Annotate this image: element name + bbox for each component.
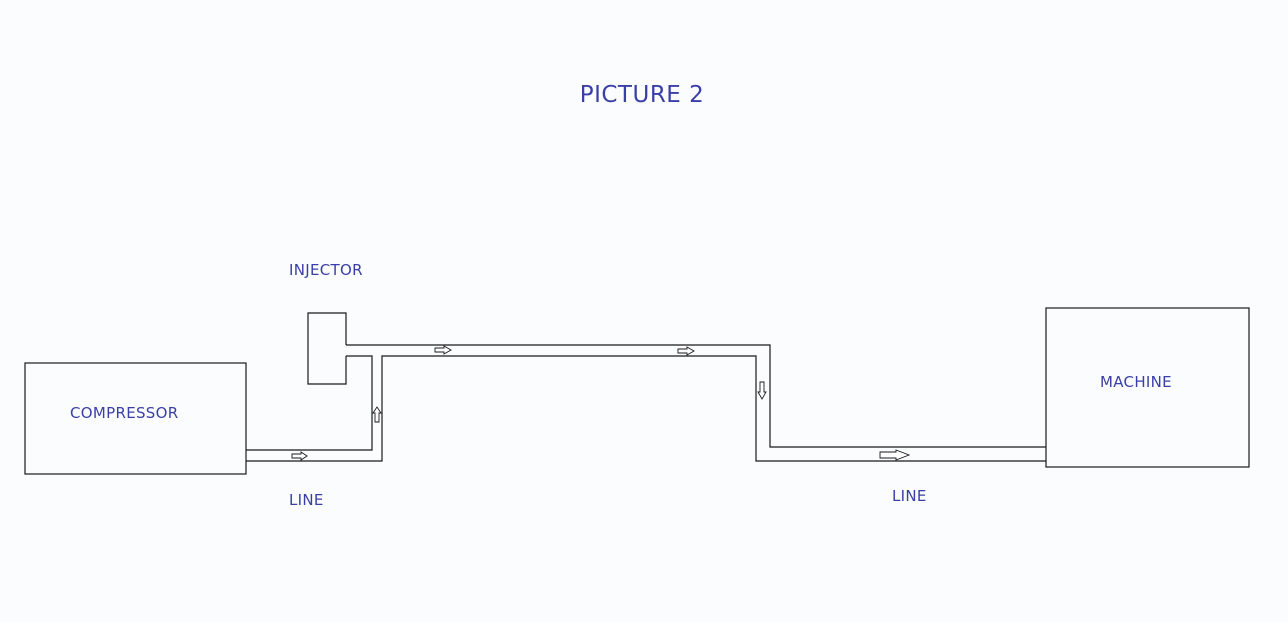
flow-arrow-right-icon xyxy=(291,451,308,461)
line-label-left: LINE xyxy=(289,491,324,509)
flow-arrow-right-icon xyxy=(677,346,695,356)
compressor-label: COMPRESSOR xyxy=(70,404,178,422)
machine-box xyxy=(1045,307,1250,468)
diagram-title: PICTURE 2 xyxy=(580,82,705,108)
line-label-right: LINE xyxy=(892,487,927,505)
injector-body xyxy=(307,312,347,385)
flow-arrow-down-icon xyxy=(757,381,767,400)
injector-label: INJECTOR xyxy=(289,261,363,279)
flow-arrow-up-icon xyxy=(372,406,382,423)
flow-arrow-right-icon xyxy=(434,345,452,355)
pipe-upper-wall xyxy=(346,344,1046,448)
pipe-left-inner-wall xyxy=(246,355,373,451)
pipe-lower-wall xyxy=(246,355,1046,462)
compressor-box xyxy=(24,362,247,475)
flow-arrow-right-icon xyxy=(879,449,911,461)
machine-label: MACHINE xyxy=(1100,373,1172,391)
